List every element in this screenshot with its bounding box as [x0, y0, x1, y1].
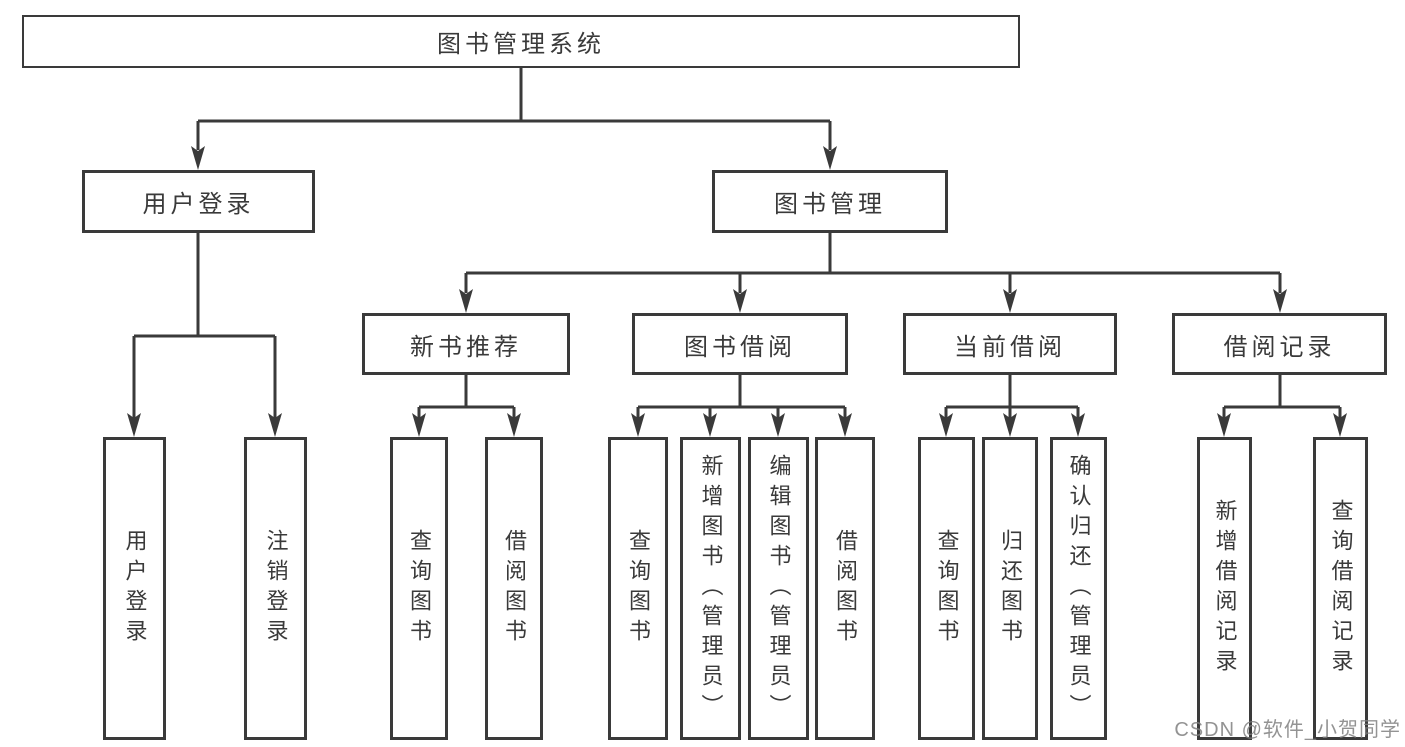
node-book-management: 图书管理	[712, 170, 948, 233]
node-borrowing-records: 借阅记录	[1172, 313, 1387, 375]
leaf-user-login: 用户登录	[103, 437, 166, 740]
leaf-borrow-books-borrowing: 借阅图书	[815, 437, 875, 740]
leaf-query-borrow-record: 查询借阅记录	[1313, 437, 1368, 740]
leaf-query-books-recommend: 查询图书	[390, 437, 448, 740]
node-library-management-system: 图书管理系统	[22, 15, 1020, 68]
leaf-confirm-return-admin: 确认归还（管理员）	[1050, 437, 1107, 740]
leaf-add-books-admin: 新增图书（管理员）	[680, 437, 741, 740]
leaf-edit-books-admin: 编辑图书（管理员）	[748, 437, 809, 740]
leaf-add-borrow-record: 新增借阅记录	[1197, 437, 1252, 740]
node-new-book-recommend: 新书推荐	[362, 313, 570, 375]
node-book-borrowing: 图书借阅	[632, 313, 848, 375]
arrowhead-group	[127, 146, 1347, 437]
leaf-query-books-borrowing: 查询图书	[608, 437, 668, 740]
csdn-watermark: CSDN @软件_小贺同学	[1174, 719, 1401, 741]
leaf-logout: 注销登录	[244, 437, 307, 740]
node-user-login: 用户登录	[82, 170, 315, 233]
leaf-borrow-books-recommend: 借阅图书	[485, 437, 543, 740]
node-current-borrowing: 当前借阅	[903, 313, 1117, 375]
leaf-return-books: 归还图书	[982, 437, 1038, 740]
leaf-query-books-current: 查询图书	[918, 437, 975, 740]
